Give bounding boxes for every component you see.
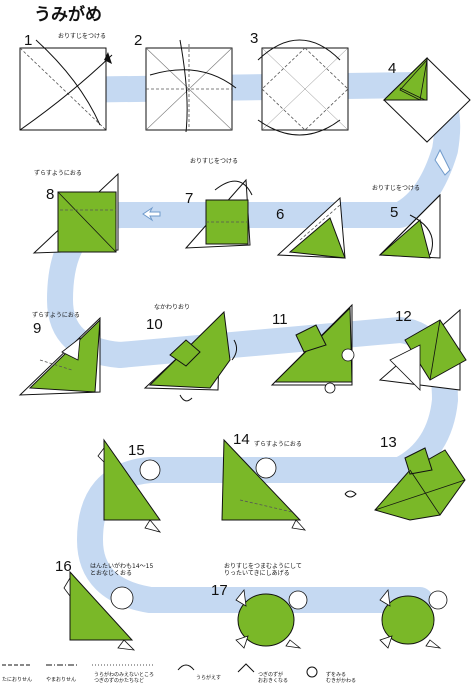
step-16-diagram bbox=[63, 570, 136, 651]
step-number: 5 bbox=[390, 204, 399, 221]
step-note: はんたいがわも14〜15 とおなじくおる bbox=[90, 563, 154, 577]
step-number: 2 bbox=[134, 32, 143, 49]
step-number: 10 bbox=[146, 316, 163, 333]
step-12-diagram bbox=[378, 308, 467, 391]
page-title: うみがめ bbox=[34, 5, 102, 25]
step-note: おりすじをつける bbox=[190, 158, 239, 165]
step-11-diagram bbox=[270, 303, 355, 394]
step-number: 14 bbox=[233, 431, 250, 448]
legend-valley-label: たにおりせん bbox=[2, 677, 33, 683]
step-number: 12 bbox=[395, 308, 412, 325]
step-number: 3 bbox=[250, 30, 259, 47]
step-4-diagram bbox=[382, 56, 471, 143]
step-note: なかわりおり bbox=[154, 304, 191, 311]
step-10-diagram bbox=[143, 310, 238, 402]
rotate-icon bbox=[306, 666, 318, 678]
step-note: ずらすようにおる bbox=[254, 441, 302, 448]
step-5-diagram bbox=[378, 193, 441, 259]
step-note: おりすじをつまむようにして りったいてきにしあげる bbox=[224, 563, 302, 577]
step-9-diagram bbox=[18, 316, 101, 396]
step-number: 4 bbox=[388, 60, 397, 77]
step-13-diagram bbox=[374, 447, 466, 521]
legend-zoom-label: つぎのずが おおきくなる bbox=[258, 672, 289, 684]
step-15-diagram bbox=[97, 438, 162, 533]
flow-path bbox=[47, 72, 461, 613]
arrow-4-5 bbox=[434, 148, 451, 176]
turn-arrow-13-14 bbox=[344, 490, 357, 498]
step-number: 9 bbox=[33, 320, 42, 337]
step-2-diagram bbox=[145, 39, 237, 133]
legend-rotate-label: ずをみる むきがかわる bbox=[326, 672, 357, 684]
step-number: 11 bbox=[272, 311, 288, 328]
step-6-diagram bbox=[276, 196, 346, 259]
zoom-icon bbox=[237, 663, 255, 673]
legend-hidden-label: うらがわのみえないところ つぎのずのかたちなど bbox=[94, 672, 155, 684]
step-note: ずらすようにおる bbox=[34, 170, 82, 177]
arrow-7-8 bbox=[142, 206, 161, 222]
legend-mountain-label: やまおりせん bbox=[46, 677, 77, 683]
step-14-diagram bbox=[221, 438, 307, 531]
step-17-diagram bbox=[235, 589, 308, 649]
legend-turn-over-label: うらがえす bbox=[196, 675, 222, 681]
step-note: おりすじをつける bbox=[58, 33, 107, 40]
final-turtle bbox=[379, 589, 448, 649]
step-number: 6 bbox=[276, 206, 285, 223]
step-number: 17 bbox=[211, 582, 228, 599]
step-7-diagram bbox=[184, 178, 253, 249]
step-number: 7 bbox=[185, 190, 194, 207]
step-number: 1 bbox=[24, 32, 33, 49]
step-8-diagram bbox=[32, 172, 119, 254]
step-note: ずらすようにおる bbox=[32, 312, 80, 319]
step-number: 8 bbox=[46, 186, 55, 203]
step-note: おりすじをつける bbox=[372, 185, 421, 192]
step-number: 15 bbox=[128, 442, 145, 459]
step-number: 16 bbox=[55, 558, 72, 575]
step-1-diagram bbox=[19, 39, 113, 131]
turn-over-icon bbox=[177, 664, 195, 671]
step-3-diagram bbox=[257, 39, 349, 136]
step-number: 13 bbox=[380, 434, 397, 451]
